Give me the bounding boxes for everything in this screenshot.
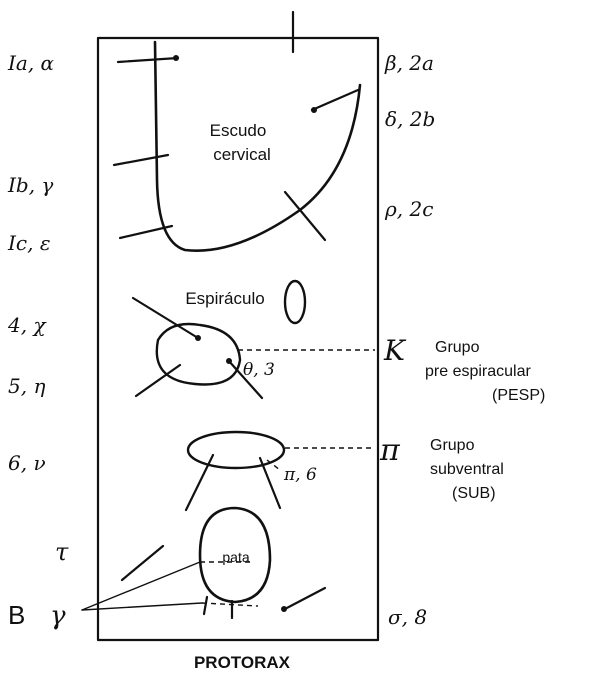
label-1c: Ic, ε	[7, 231, 51, 255]
group-sub-line1: Grupo	[430, 437, 475, 454]
group-pesp-line1: Grupo	[435, 339, 480, 356]
leader-gamma-2	[81, 602, 203, 611]
label-1a: Ia, α	[7, 51, 55, 75]
label-4: 4, χ	[7, 313, 47, 337]
seta-1a-base	[173, 55, 179, 61]
seta-2c	[283, 190, 327, 242]
seta-3-base	[226, 358, 232, 364]
seta-4	[131, 296, 200, 340]
label-5: 5, η	[8, 374, 45, 398]
group-pesp-line3: (PESP)	[492, 387, 545, 404]
leader-gamma-2-dash	[201, 602, 259, 607]
seta-5	[134, 363, 182, 398]
seta-sigma-base	[281, 606, 287, 612]
subventral-pinaculum	[186, 430, 286, 470]
seta-1c	[118, 224, 174, 240]
seta-6b	[258, 456, 282, 510]
leader-pi6	[266, 459, 281, 471]
seta-gamma-left	[202, 595, 209, 616]
seta-tau	[120, 544, 165, 582]
seta-4-base	[195, 335, 201, 341]
seta-6a	[184, 453, 215, 512]
label-2c: ρ, 2c	[384, 197, 433, 221]
label-2a: β, 2a	[384, 51, 434, 75]
pi6-label: π, 6	[283, 465, 317, 485]
seta-1b	[112, 153, 170, 167]
label-1b: Ib, γ	[7, 173, 53, 197]
spiracle	[283, 279, 307, 325]
label-kappa: K	[383, 334, 407, 367]
seta-2b-base	[311, 107, 317, 113]
seta-sigma	[281, 586, 327, 612]
figure-letter: B	[8, 600, 25, 630]
seta-2b	[310, 88, 360, 112]
label-tau: τ	[55, 538, 69, 566]
prespiracular-pinaculum	[155, 322, 242, 386]
group-sub-line3: (SUB)	[452, 485, 496, 502]
leg-label: pata	[222, 549, 249, 565]
label-6: 6, ν	[8, 451, 46, 475]
seta-3	[226, 358, 264, 400]
shield-label: Escudo	[210, 121, 267, 140]
label-pi: π	[379, 433, 401, 468]
leader-gamma-1	[81, 561, 201, 611]
group-sub-line2: subventral	[430, 461, 504, 478]
figure-title: PROTORAX	[194, 653, 291, 672]
group-pesp-line2: pre espiracular	[425, 363, 532, 380]
seta-1a	[116, 56, 180, 64]
label-2b: δ, 2b	[385, 107, 435, 131]
label-sigma: σ, 8	[388, 605, 427, 629]
leg-outline	[198, 506, 272, 604]
segment-frame	[96, 36, 380, 642]
shield-label-2: cervical	[213, 145, 271, 164]
theta-label: θ, 3	[243, 360, 275, 380]
spiracle-label: Espiráculo	[185, 289, 264, 308]
label-gamma: γ	[50, 601, 66, 631]
